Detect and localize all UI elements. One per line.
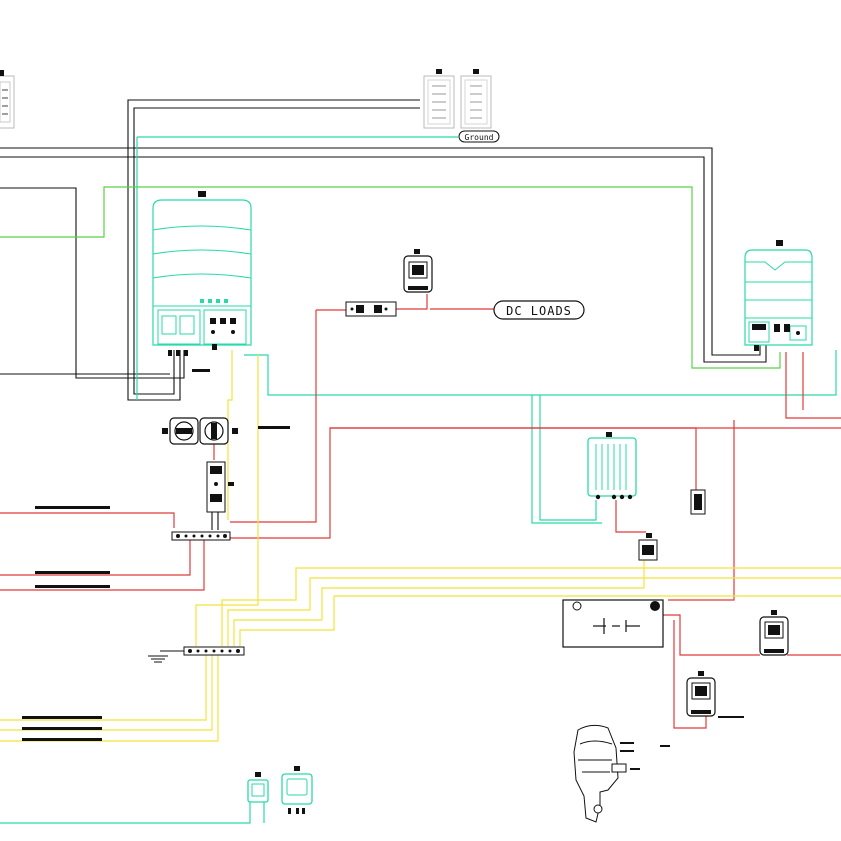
wire-black-top-loop-inner	[133, 107, 420, 395]
battery-switch-b	[199, 417, 229, 445]
battery-monitor-lower-icon	[698, 671, 704, 676]
panel-ground-icon-a	[436, 69, 442, 74]
wire-red-right-2	[668, 420, 735, 601]
yellow-wires	[0, 350, 841, 742]
top-switch-panels	[423, 69, 492, 129]
red-wires	[0, 294, 841, 729]
wire-red-bat-down-2	[673, 620, 707, 729]
wire-red-to-busbar	[230, 310, 317, 523]
wire-black-top-loop	[127, 99, 420, 401]
wire-red-left-3	[0, 540, 205, 591]
bottom-gauge-small	[247, 772, 269, 803]
wire-red-left-1	[0, 512, 175, 528]
dc-terminal-block	[345, 301, 397, 317]
wire-yellow-right-3	[233, 555, 645, 646]
solar-charge-controller	[587, 432, 637, 500]
house-battery	[562, 599, 664, 648]
positive-busbar	[171, 531, 231, 541]
inline-fuse	[690, 489, 706, 515]
wire-red-mppt	[615, 500, 646, 533]
negative-busbar	[148, 646, 245, 663]
wire-black-left-box	[0, 187, 185, 379]
right-charger	[744, 240, 813, 351]
shunt	[638, 533, 658, 561]
battery-monitor-right-icon	[771, 610, 777, 615]
green-wires	[0, 186, 781, 369]
wire-cyan-inverter-out	[244, 350, 837, 396]
right-charger-icon	[776, 240, 783, 246]
battery-switch-a	[169, 417, 199, 445]
wire-black-long-top	[0, 147, 761, 356]
ground-label: Ground	[465, 133, 494, 142]
wire-yellow-right-1	[221, 567, 841, 646]
bottom-gauge-small-icon	[255, 772, 261, 777]
bottom-display-panel	[281, 766, 313, 814]
dc-loads-tag: DC LOADS	[493, 300, 585, 320]
wire-red-right-3	[785, 352, 841, 419]
wire-yellow-inverter	[227, 350, 233, 520]
panel-ground-icon-b	[473, 69, 479, 74]
battery-switches	[162, 417, 238, 445]
dc-loads-label: DC LOADS	[506, 304, 572, 318]
battery-monitor-lower	[686, 671, 744, 718]
chassis-ground-icon	[148, 650, 184, 663]
wire-yellow-1	[0, 654, 207, 721]
inverter-charger	[152, 191, 252, 356]
cable-tags	[22, 369, 290, 741]
ground-tag: Ground	[458, 130, 500, 143]
inverter-top-icon	[198, 191, 206, 197]
wire-red-dcloads-2	[396, 294, 428, 310]
outboard-engine	[573, 724, 670, 823]
wire-cyan-bottom	[0, 790, 251, 824]
wire-yellow-right-2	[227, 577, 841, 646]
wire-yellow-inverter-2	[195, 355, 259, 646]
fuse-block	[206, 461, 234, 513]
wire-red-left-2	[0, 540, 191, 576]
battery-monitor-right	[759, 610, 789, 656]
wire-green-left	[0, 186, 781, 369]
battery-monitor-top-icon	[414, 249, 420, 254]
wire-black-long-top-2	[0, 156, 767, 363]
wire-cyan-loop-mppt	[539, 395, 597, 521]
solar-controller-icon	[606, 432, 612, 437]
top-left-panel-icon	[0, 70, 4, 76]
battery-monitor-top	[403, 249, 433, 293]
bottom-display-panel-icon	[294, 766, 300, 771]
top-left-panel	[0, 70, 15, 129]
black-wires	[0, 99, 767, 530]
wire-yellow-right-4	[239, 595, 841, 646]
wire-cyan-loop-mppt-2	[531, 395, 602, 524]
wire-red-bat-down	[660, 614, 760, 656]
